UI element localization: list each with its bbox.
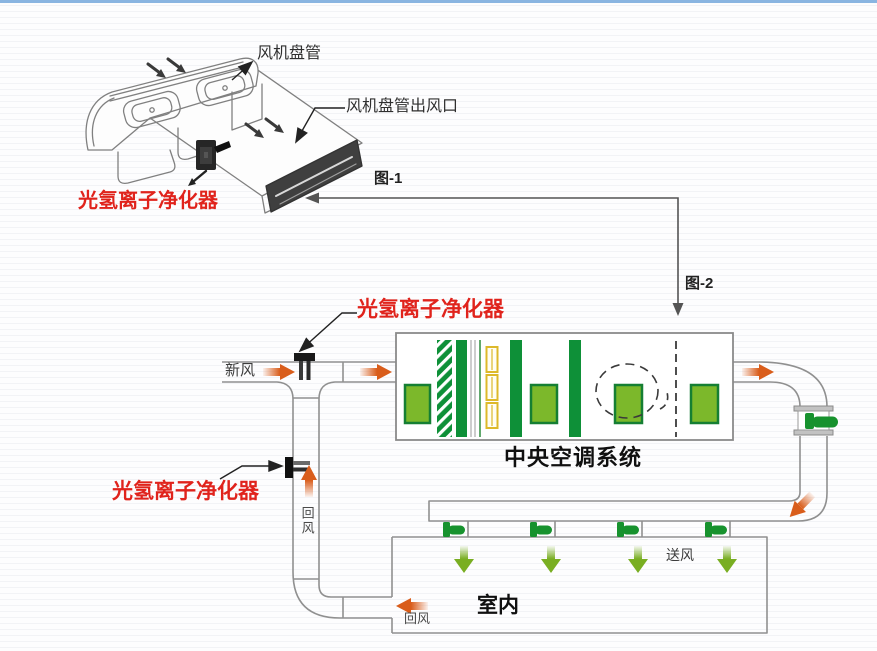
fan-coil-label: 风机盘管 — [257, 45, 322, 62]
figure-connector-line — [305, 192, 684, 316]
purifier-out-arrow-icon — [188, 169, 208, 186]
fan-section — [595, 341, 677, 437]
diffuser-icon — [530, 522, 552, 537]
purifier-label-top: 光氢离子净化器 — [357, 298, 504, 321]
indoor-label: 室内 — [477, 594, 519, 617]
fresh-air-label: 新风 — [225, 362, 256, 379]
diffuser-icon — [617, 522, 639, 537]
purifier-label-left: 光氢离子净化器 — [112, 480, 259, 503]
fan-coil-unit-drawing — [85, 57, 363, 214]
coil-bar — [569, 340, 581, 437]
heater-section — [485, 346, 499, 429]
figure1-leader-lines — [231, 57, 345, 146]
filter-hatched-bar — [437, 340, 452, 437]
figure2-caption: 图-2 — [685, 275, 714, 292]
diffuser-icon — [443, 522, 465, 537]
supply-air-label: 送风 — [666, 547, 694, 563]
duct-inline-device — [793, 405, 838, 436]
indoor-return-label: 回风 — [404, 611, 431, 626]
ahu-title: 中央空调系统 — [504, 445, 643, 470]
outlet-grille — [265, 139, 363, 213]
diffuser-icon — [705, 522, 727, 537]
coil-bar — [456, 340, 467, 437]
airflow-arrow-icon — [146, 57, 284, 138]
purifier-device-figure1 — [196, 140, 231, 170]
purifier-device-top — [294, 353, 315, 380]
green-supply-arrow-icon — [454, 546, 737, 573]
return-duct-label: 回风 — [299, 506, 315, 536]
figure1-caption: 图-1 — [374, 170, 403, 187]
coil-bar — [510, 340, 522, 437]
top-accent-bar — [0, 0, 877, 3]
purifier-device-return — [285, 457, 310, 478]
ahu-box — [395, 332, 734, 441]
purifier-label-figure1: 光氢离子净化器 — [78, 190, 218, 212]
ductwork — [222, 361, 828, 634]
green-cell — [403, 383, 720, 425]
diffuser-icon — [805, 413, 838, 429]
outlet-label: 风机盘管出风口 — [346, 98, 459, 115]
figure2-leader-lines — [219, 312, 357, 480]
